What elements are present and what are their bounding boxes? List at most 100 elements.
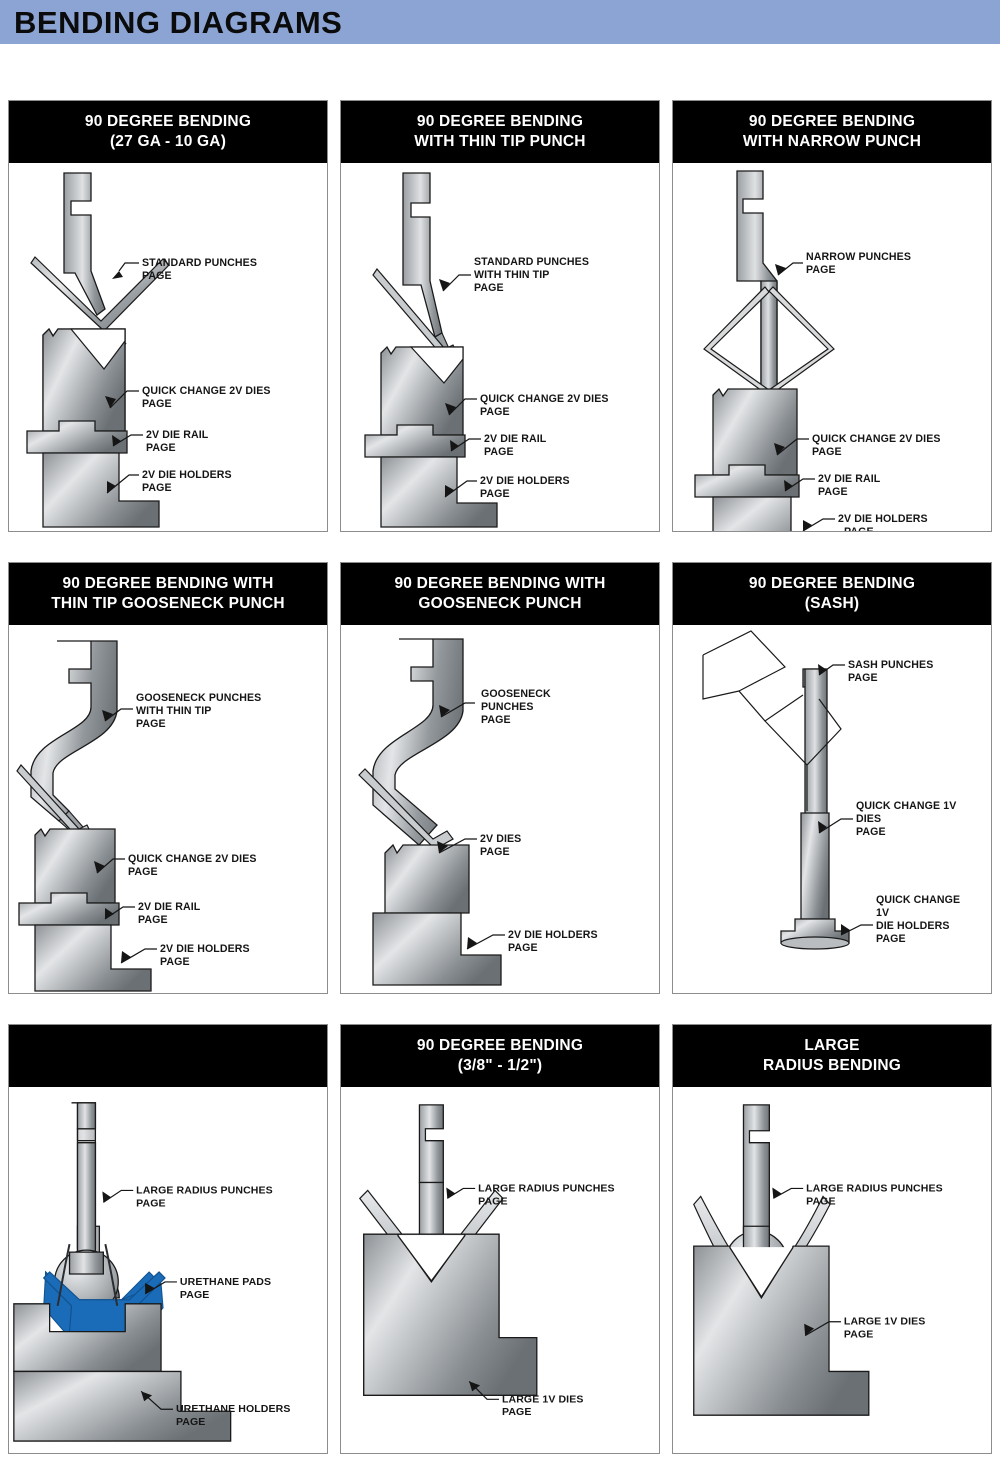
label-line: PAGE [484, 446, 514, 458]
label-2v-die-holders: 2V DIE HOLDERS PAGE [802, 513, 928, 531]
panel-diagram: GOOSENECK PUNCHES WITH THIN TIP PAGE QUI… [9, 625, 327, 993]
label-sash-punches: SASH PUNCHES PAGE [818, 659, 933, 684]
label-line: STANDARD PUNCHES [142, 257, 257, 269]
label-line: 2V DIE HOLDERS [142, 469, 232, 481]
panel-90-degree-bending-3-8-to-1-2: 90 DEGREE BENDING (3/8" - 1/2") [340, 1024, 660, 1454]
label-line: PAGE [480, 406, 510, 418]
label-line: DIES [856, 813, 881, 825]
label-line: QUICK CHANGE 2V DIES [812, 433, 941, 445]
panel-title-line-2: THIN TIP GOOSENECK PUNCH [51, 594, 285, 612]
label-gooseneck-punches-thin-tip: GOOSENECK PUNCHES WITH THIN TIP PAGE [102, 692, 261, 730]
label-2v-die-rail: 2V DIE RAIL PAGE [104, 901, 201, 926]
panel-90-degree-bending-thin-tip-punch: 90 DEGREE BENDING WITH THIN TIP PUNCH [340, 100, 660, 532]
page-title: BENDING DIAGRAMS [14, 4, 343, 40]
label-2v-die-rail: 2V DIE RAIL PAGE [450, 433, 547, 458]
label-2v-dies: 2V DIES PAGE [437, 833, 521, 858]
label-large-radius-punches: LARGE RADIUS PUNCHES PAGE [772, 1182, 943, 1207]
label-quick-change-2v-dies: QUICK CHANGE 2V DIES PAGE [105, 385, 270, 410]
label-line: PAGE [136, 718, 166, 730]
panel-header: 90 DEGREE BENDING (27 GA - 10 GA) [9, 101, 327, 163]
label-urethane-pads: URETHANE PADS PAGE [144, 1276, 271, 1301]
label-line: PAGE [480, 488, 510, 500]
label-gooseneck-punches: GOOSENECK PUNCHES PAGE [439, 688, 551, 726]
label-standard-punches: STANDARD PUNCHES PAGE [112, 257, 257, 282]
label-2v-die-rail: 2V DIE RAIL PAGE [784, 473, 881, 498]
panel-title-line-1: LARGE [804, 1036, 860, 1054]
panel-title-line-1: 90 DEGREE BENDING [416, 112, 584, 130]
label-2v-die-holders: 2V DIE HOLDERS PAGE [120, 943, 250, 968]
label-line: WITH THIN TIP [474, 269, 549, 281]
label-line: GOOSENECK [481, 688, 551, 700]
panel-header: 90 DEGREE BENDING WITH THIN TIP PUNCH [341, 101, 659, 163]
panel-diagram: LARGE RADIUS PUNCHES PAGE LARGE 1V DIES … [341, 1087, 659, 1453]
label-line: PUNCHES [481, 701, 534, 713]
panel-header: 90 DEGREE BENDING WITH THIN TIP GOOSENEC… [9, 563, 327, 625]
page-header-bar: BENDING DIAGRAMS [0, 0, 1000, 46]
panel-diagram: LARGE RADIUS PUNCHES PAGE LARGE 1V DIES … [673, 1087, 991, 1453]
label-line: WITH THIN TIP [136, 705, 211, 717]
panel-title-line-2: (SASH) [804, 594, 860, 612]
diagram-grid: 90 DEGREE BENDING (27 GA - 10 GA) [0, 46, 1000, 1460]
label-line: PAGE [508, 942, 538, 954]
label-line: 2V DIE RAIL [138, 901, 201, 913]
label-line: PAGE [160, 956, 190, 968]
label-quick-change-1v-die-holders: QUICK CHANGE 1V DIE HOLDERS PAGE [840, 894, 960, 945]
panel-header: 90 DEGREE BENDING WITH GOOSENECK PUNCH [341, 563, 659, 625]
label-line: 2V DIE RAIL [818, 473, 881, 485]
label-line: PAGE [478, 1195, 507, 1207]
label-line: PAGE [818, 486, 848, 498]
label-large-radius-punches: LARGE RADIUS PUNCHES PAGE [102, 1184, 273, 1209]
label-line: DIE HOLDERS [876, 920, 950, 932]
panel-large-radius-bending: LARGE RADIUS BENDING [672, 1024, 992, 1454]
label-2v-die-holders: 2V DIE HOLDERS PAGE [466, 929, 598, 954]
label-line: PAGE [136, 1197, 165, 1209]
label-line: URETHANE HOLDERS [176, 1403, 291, 1415]
panel-90-degree-bending-gooseneck-punch: 90 DEGREE BENDING WITH GOOSENECK PUNCH [340, 562, 660, 994]
label-line: PAGE [806, 264, 836, 276]
label-line: PAGE [481, 714, 511, 726]
label-quick-change-2v-dies: QUICK CHANGE 2V DIES PAGE [445, 393, 609, 418]
label-line: LARGE 1V DIES [844, 1316, 925, 1328]
label-2v-die-rail: 2V DIE RAIL PAGE [112, 429, 209, 454]
label-line: PAGE [128, 866, 158, 878]
label-line: PAGE [474, 282, 504, 294]
label-line: LARGE RADIUS PUNCHES [806, 1182, 943, 1194]
panel-90-degree-bending-sash: 90 DEGREE BENDING (SASH) [672, 562, 992, 994]
label-line: QUICK CHANGE 2V DIES [480, 393, 609, 405]
label-line: PAGE [856, 826, 886, 838]
panel-header [9, 1025, 327, 1087]
label-2v-die-holders: 2V DIE HOLDERS PAGE [444, 475, 570, 500]
label-line: 1V [876, 907, 889, 919]
label-line: QUICK CHANGE [876, 894, 960, 906]
panel-diagram: LARGE RADIUS PUNCHES PAGE URETHANE PADS … [9, 1087, 327, 1453]
label-standard-punches-thin-tip: STANDARD PUNCHES WITH THIN TIP PAGE [439, 256, 589, 294]
label-line: PAGE [480, 846, 510, 858]
panel-header: 90 DEGREE BENDING (3/8" - 1/2") [341, 1025, 659, 1087]
panel-title-line-2: WITH THIN TIP PUNCH [414, 132, 586, 150]
label-line: NARROW PUNCHES [806, 251, 911, 263]
label-line: PAGE [844, 526, 874, 531]
panel-header: LARGE RADIUS BENDING [673, 1025, 991, 1087]
label-quick-change-2v-dies: QUICK CHANGE 2V DIES PAGE [94, 853, 256, 878]
panel-title-line-1: 90 DEGREE BENDING [748, 112, 916, 130]
label-line: PAGE [848, 672, 878, 684]
label-quick-change-1v-dies: QUICK CHANGE 1V DIES PAGE [818, 800, 956, 838]
panel-diagram: STANDARD PUNCHES WITH THIN TIP PAGE QUIC… [341, 163, 659, 531]
label-line: GOOSENECK PUNCHES [136, 692, 261, 704]
panel-title-line-1: 90 DEGREE BENDING [748, 574, 916, 592]
label-line: PAGE [176, 1416, 205, 1428]
panel-90-degree-bending-narrow-punch: 90 DEGREE BENDING WITH NARROW PUNCH [672, 100, 992, 532]
label-line: QUICK CHANGE 1V [856, 800, 956, 812]
label-line: PAGE [812, 446, 842, 458]
panel-title-line-2: (27 GA - 10 GA) [109, 132, 227, 150]
label-line: SASH PUNCHES [848, 659, 933, 671]
panel-title-line-2: (3/8" - 1/2") [457, 1056, 543, 1074]
label-line: 2V DIE HOLDERS [838, 513, 928, 525]
label-line: 2V DIE HOLDERS [480, 475, 570, 487]
panel-title-line-1: 90 DEGREE BENDING WITH [394, 574, 606, 592]
panel-title-line-2: GOOSENECK PUNCH [418, 594, 582, 612]
label-line: PAGE [844, 1329, 873, 1341]
label-line: URETHANE PADS [180, 1276, 271, 1288]
label-quick-change-2v-dies: QUICK CHANGE 2V DIES PAGE [774, 433, 941, 458]
label-large-radius-punches: LARGE RADIUS PUNCHES PAGE [446, 1182, 615, 1207]
